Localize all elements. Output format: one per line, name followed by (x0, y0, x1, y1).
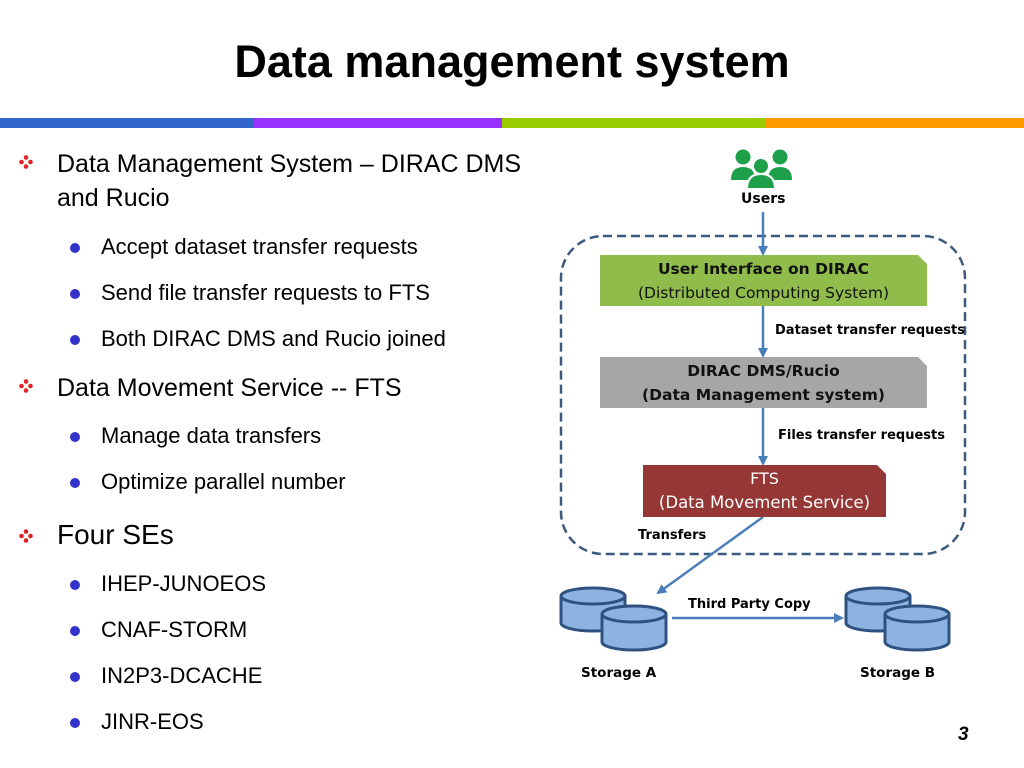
box-subtitle: (Data Movement Service) (658, 493, 871, 512)
sub-bullet-text: JINR-EOS (101, 709, 204, 734)
sub-bullet-text: Optimize parallel number (101, 469, 346, 494)
title-rule-blue (0, 118, 254, 128)
bullet-text: Data Movement Service -- FTS (57, 374, 402, 402)
storage-b-label: Storage B (860, 665, 936, 681)
box-fts-text: FTS (Data Movement Service) (643, 468, 886, 516)
dot-bullet-icon (70, 580, 80, 590)
edge-label-dataset-transfer: Dataset transfer requests (775, 323, 965, 338)
edge-label-third-party-copy: Third Party Copy (688, 597, 811, 612)
dot-bullet-icon (70, 478, 80, 488)
bullet-text: Data Management System – DIRAC DMS and R… (57, 150, 522, 212)
slide-title: Data management system (234, 36, 790, 87)
edge-label-transfers: Transfers (638, 528, 707, 543)
dot-bullet-icon (70, 289, 80, 299)
bullet-list: Data Management System – DIRAC DMS and R… (19, 147, 527, 736)
sub-bullet-item: Send file transfer requests to FTS (70, 279, 430, 307)
page-number: 3 (958, 724, 969, 745)
dot-bullet-icon (70, 243, 80, 253)
sub-bullet-item: IHEP-JUNOEOS (70, 570, 267, 598)
sub-bullet-text: Accept dataset transfer requests (101, 234, 418, 259)
title-rule-orange (765, 118, 1024, 128)
sub-bullet-item: Accept dataset transfer requests (70, 233, 418, 261)
sub-bullet-item: Optimize parallel number (70, 468, 346, 496)
sub-bullet-text: CNAF-STORM (101, 617, 248, 642)
bullet-text: Four SEs (57, 519, 174, 550)
box-subtitle: (Data Management system) (642, 386, 885, 404)
users-label: Users (741, 191, 786, 207)
sub-bullet-item: Manage data transfers (70, 422, 322, 450)
title-rule-purple (254, 118, 502, 128)
box-user-interface-text: User Interface on DIRAC (Distributed Com… (600, 257, 927, 305)
dot-bullet-icon (70, 626, 80, 636)
storage-b-icon (844, 586, 951, 652)
bullet-item: Data Management System – DIRAC DMS and R… (19, 147, 527, 215)
box-subtitle: (Distributed Computing System) (637, 284, 890, 302)
dot-bullet-icon (70, 672, 80, 682)
dot-bullet-icon (70, 335, 80, 345)
sub-bullet-item: IN2P3-DCACHE (70, 662, 263, 690)
storage-a-icon (559, 586, 668, 652)
sub-bullet-text: IHEP-JUNOEOS (101, 571, 267, 596)
diamond-bullet-icon (19, 379, 33, 393)
storage-a-label: Storage A (581, 665, 657, 681)
box-title: DIRAC DMS/Rucio (687, 362, 840, 380)
bullet-item: Four SEs (19, 518, 527, 552)
users-icon (731, 149, 792, 190)
dot-bullet-icon (70, 432, 80, 442)
edge-label-files-transfer: Files transfer requests (778, 428, 945, 443)
box-title: FTS (750, 469, 779, 488)
sub-bullet-item: Both DIRAC DMS and Rucio joined (70, 325, 446, 353)
sub-bullet-text: Both DIRAC DMS and Rucio joined (101, 326, 446, 351)
box-dirac-dms-text: DIRAC DMS/Rucio (Data Management system) (600, 359, 927, 407)
box-title: User Interface on DIRAC (657, 260, 870, 278)
diamond-bullet-icon (19, 155, 33, 169)
sub-bullet-text: Manage data transfers (101, 423, 322, 448)
sub-bullet-text: IN2P3-DCACHE (101, 663, 263, 688)
bullet-item: Data Movement Service -- FTS (19, 371, 527, 405)
sub-bullet-item: JINR-EOS (70, 708, 204, 736)
sub-bullet-item: CNAF-STORM (70, 616, 248, 644)
sub-bullet-text: Send file transfer requests to FTS (101, 280, 430, 305)
dot-bullet-icon (70, 718, 80, 728)
title-rule-green (502, 118, 765, 128)
diamond-bullet-icon (19, 529, 33, 543)
